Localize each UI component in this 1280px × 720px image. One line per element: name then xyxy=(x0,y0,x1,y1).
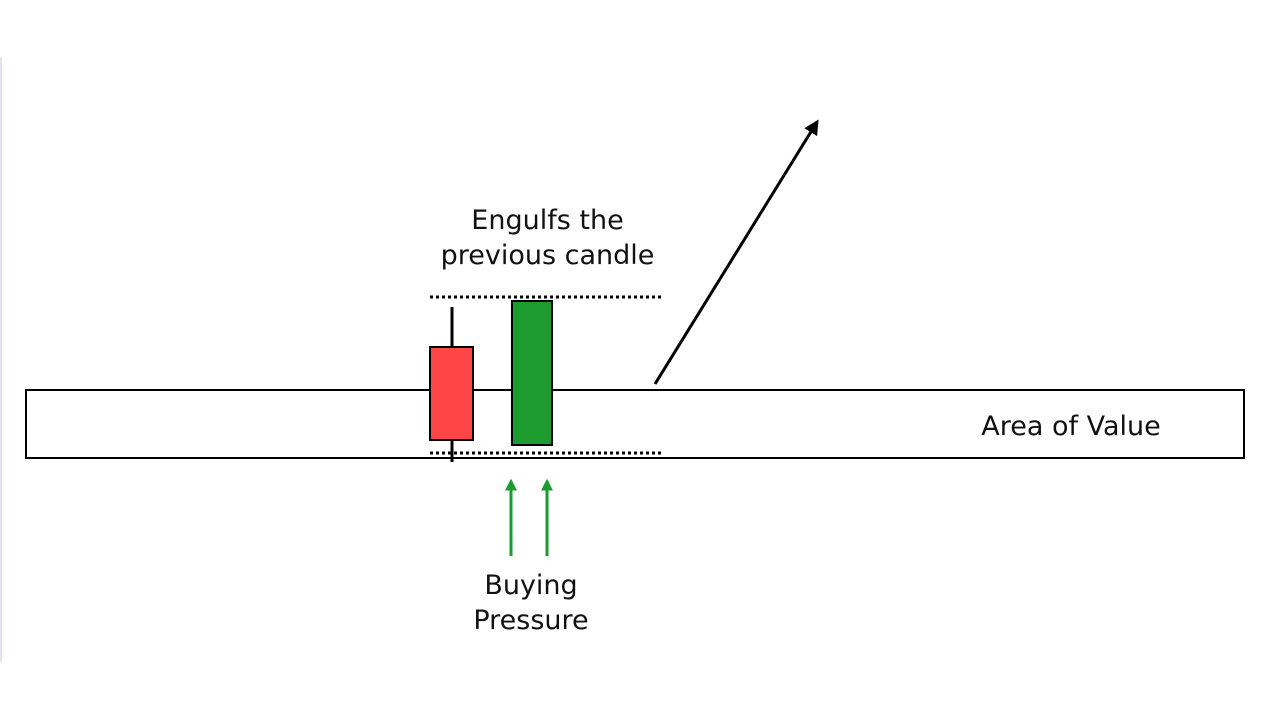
buying-pressure-line2: Pressure xyxy=(473,605,589,636)
left-border-line xyxy=(0,57,2,662)
buying-pressure-line1: Buying xyxy=(484,570,578,601)
bullish-engulfing-candle xyxy=(511,300,553,446)
area-of-value-zone xyxy=(25,389,1245,459)
trend-up-arrow-icon xyxy=(653,119,819,385)
engulfs-label-line2: previous candle xyxy=(440,240,655,271)
buying-pressure-label: Buying Pressure xyxy=(440,568,622,638)
bearish-candle xyxy=(429,346,474,441)
area-of-value-label: Area of Value xyxy=(981,411,1161,442)
engulfs-label: Engulfs the previous candle xyxy=(420,203,675,273)
engulfs-label-line1: Engulfs the xyxy=(471,205,624,236)
